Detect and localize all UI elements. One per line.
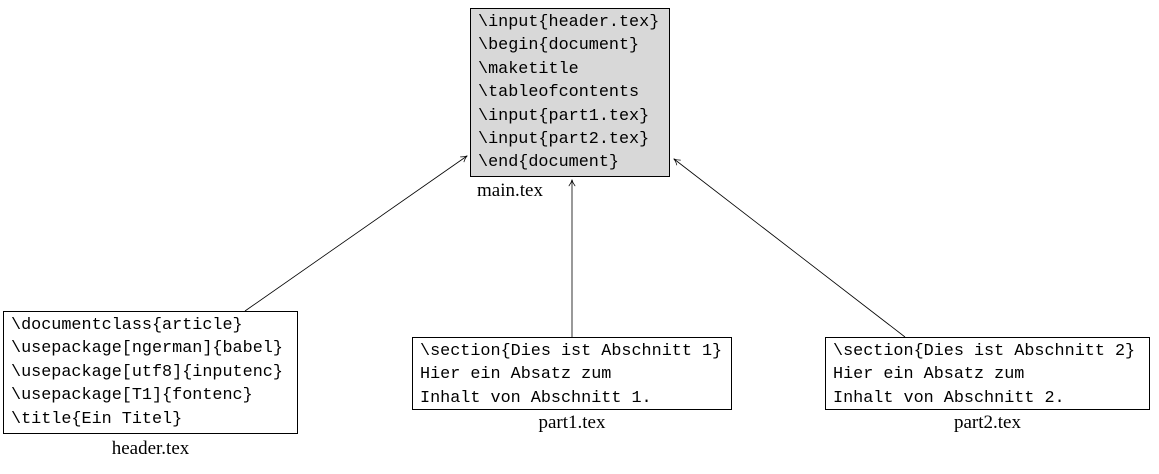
code-line: Hier ein Absatz zum: [833, 365, 1025, 385]
file-box-part2-tex: \section{Dies ist Abschnitt 2} Hier ein …: [825, 337, 1150, 410]
file-box-part1-tex: \section{Dies ist Abschnitt 1} Hier ein …: [412, 337, 732, 410]
file-label-part2-tex: part2.tex: [953, 412, 1021, 433]
code-line: \begin{document}: [478, 36, 640, 56]
edge-part2-to-main: [673, 158, 906, 338]
code-line: Inhalt von Abschnitt 1.: [420, 388, 652, 408]
code-line: \section{Dies ist Abschnitt 1}: [420, 342, 723, 361]
code-line: \section{Dies ist Abschnitt 2}: [833, 342, 1136, 361]
code-line: \usepackage[T1]{fontenc}: [11, 386, 253, 406]
file-label-part1-tex: part1.tex: [538, 412, 606, 433]
code-line: \usepackage[utf8]{inputenc}: [11, 362, 283, 382]
code-line: \end{document}: [478, 153, 619, 173]
file-box-main-tex: \input{header.tex} \begin{document} \mak…: [470, 8, 670, 177]
file-box-header-tex: \documentclass{article} \usepackage[nger…: [3, 311, 298, 434]
code-line: Inhalt von Abschnitt 2.: [833, 388, 1065, 408]
code-line: \usepackage[ngerman]{babel}: [11, 339, 283, 359]
code-line: \input{part1.tex}: [478, 106, 650, 126]
code-line: \title{Ein Titel}: [11, 409, 183, 429]
code-line: \documentclass{article}: [11, 316, 243, 335]
edge-header-to-main: [244, 155, 468, 312]
code-line: \tableofcontents: [478, 83, 640, 103]
code-line: Hier ein Absatz zum: [420, 365, 612, 385]
file-label-header-tex: header.tex: [111, 438, 190, 459]
code-line: \input{header.tex}: [478, 13, 660, 32]
code-line: \input{part2.tex}: [478, 129, 650, 149]
code-line: \maketitle: [478, 59, 579, 79]
file-label-main-tex: main.tex: [477, 180, 543, 201]
